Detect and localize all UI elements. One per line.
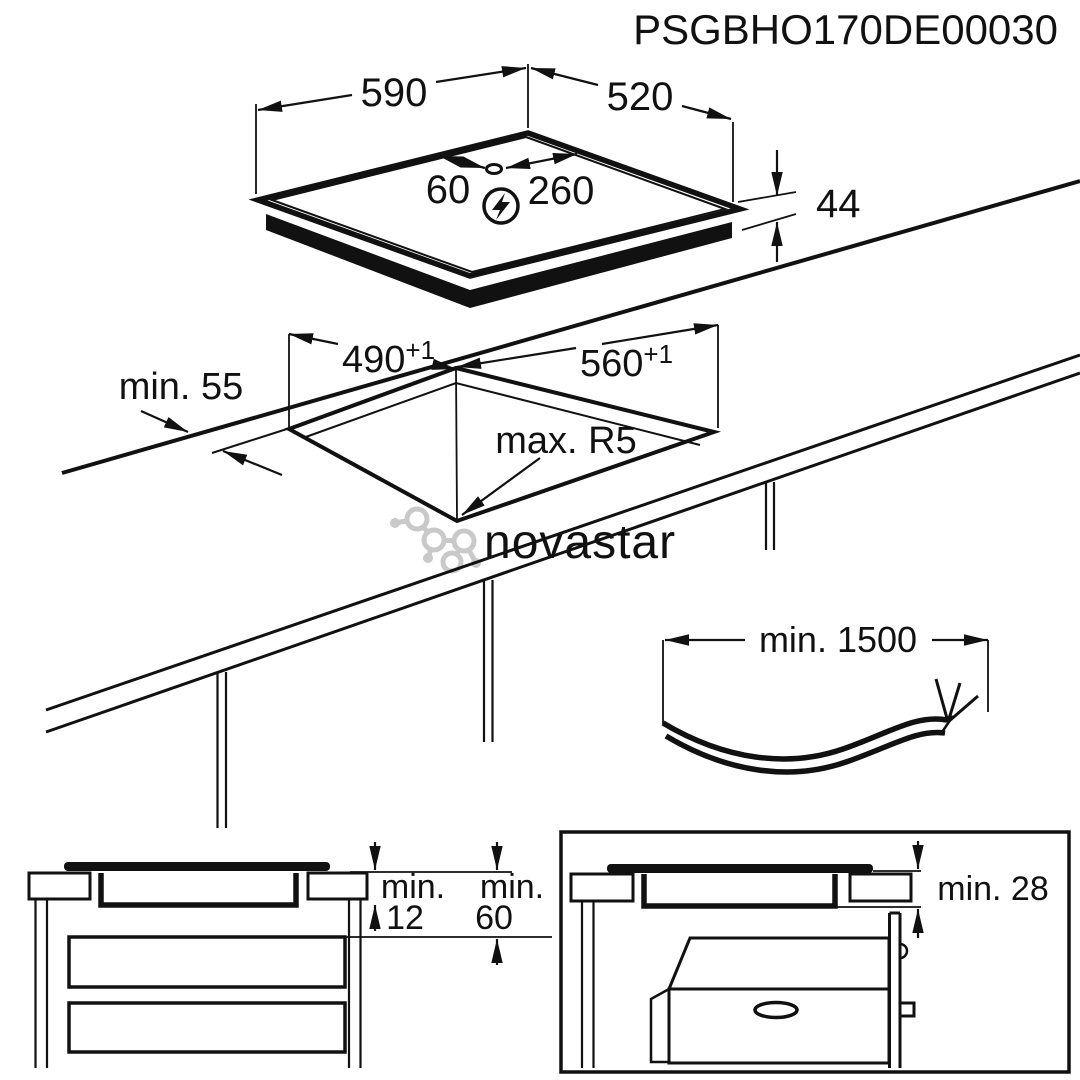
hob-base-band	[266, 214, 732, 308]
oven-handle	[753, 1000, 799, 1020]
cutout-width-tolerance: +1	[643, 339, 673, 369]
dim-oven-clearance: min. 28	[937, 870, 1049, 908]
clearance-label-2: min.	[480, 868, 544, 906]
clearance-value-2: 60	[475, 899, 513, 937]
hob-isometric-view: 590 520 60 260 44	[248, 64, 861, 308]
oven-clearance-view: min. 28	[559, 830, 1071, 1074]
hob-body-section	[641, 874, 838, 909]
dim-cutout-width: 560+1	[580, 339, 673, 385]
drawer-front-1	[67, 935, 347, 989]
dim-edge-distance: min. 55	[119, 366, 244, 408]
counter-right-section	[306, 871, 369, 901]
dim-conn-left: 60	[426, 168, 471, 212]
cutout-depth-tolerance: +1	[405, 335, 435, 365]
clearance-label-1: min.	[381, 868, 445, 906]
cable-icon	[661, 678, 979, 775]
dim-cable-length: min. 1500	[759, 619, 917, 660]
drawer-front-2	[67, 1001, 347, 1054]
hob-glass-top	[248, 130, 750, 279]
oven	[649, 911, 916, 1068]
drawer-clearance-view: min. 12 min. 60	[27, 842, 552, 1068]
cutout-depth-value: 490	[342, 339, 405, 381]
hob-glass-section	[607, 864, 873, 873]
worktop-back-edge	[61, 179, 1080, 475]
dim-hob-depth: 520	[607, 75, 674, 119]
document-title: PSGBHO170DE00030	[633, 6, 1058, 53]
cutout-opening	[284, 365, 722, 524]
counter-left-section	[569, 872, 635, 903]
dim-hob-height: 44	[816, 182, 861, 226]
worktop-legs	[216, 482, 776, 828]
lightning-icon	[482, 187, 520, 225]
hob-glass-inner-edge	[268, 135, 729, 274]
dim-conn-right: 260	[528, 169, 595, 213]
oven-view-frame	[559, 830, 1071, 1074]
counter-right-section	[848, 872, 913, 903]
worktop-cutout-view: 490+1 560+1 min. 55 max. R5	[45, 179, 1080, 828]
oven-knob	[898, 1001, 916, 1018]
mains-cable-view: min. 1500	[661, 619, 989, 775]
hob-body-section	[98, 873, 299, 908]
mains-connection-point	[485, 163, 503, 175]
dim-cutout-depth: 490+1	[342, 335, 435, 381]
novastar-logo-icon	[390, 506, 481, 574]
cutout-width-value: 560	[580, 343, 643, 385]
novastar-watermark: novastar	[390, 506, 675, 574]
dim-hob-width: 590	[361, 71, 428, 115]
hob-glass-section	[64, 862, 330, 871]
dim-corner-radius: max. R5	[495, 420, 636, 462]
counter-left-section	[27, 871, 92, 901]
clearance-value-1: 12	[386, 899, 424, 937]
worktop-front-edge-top	[45, 353, 1080, 712]
